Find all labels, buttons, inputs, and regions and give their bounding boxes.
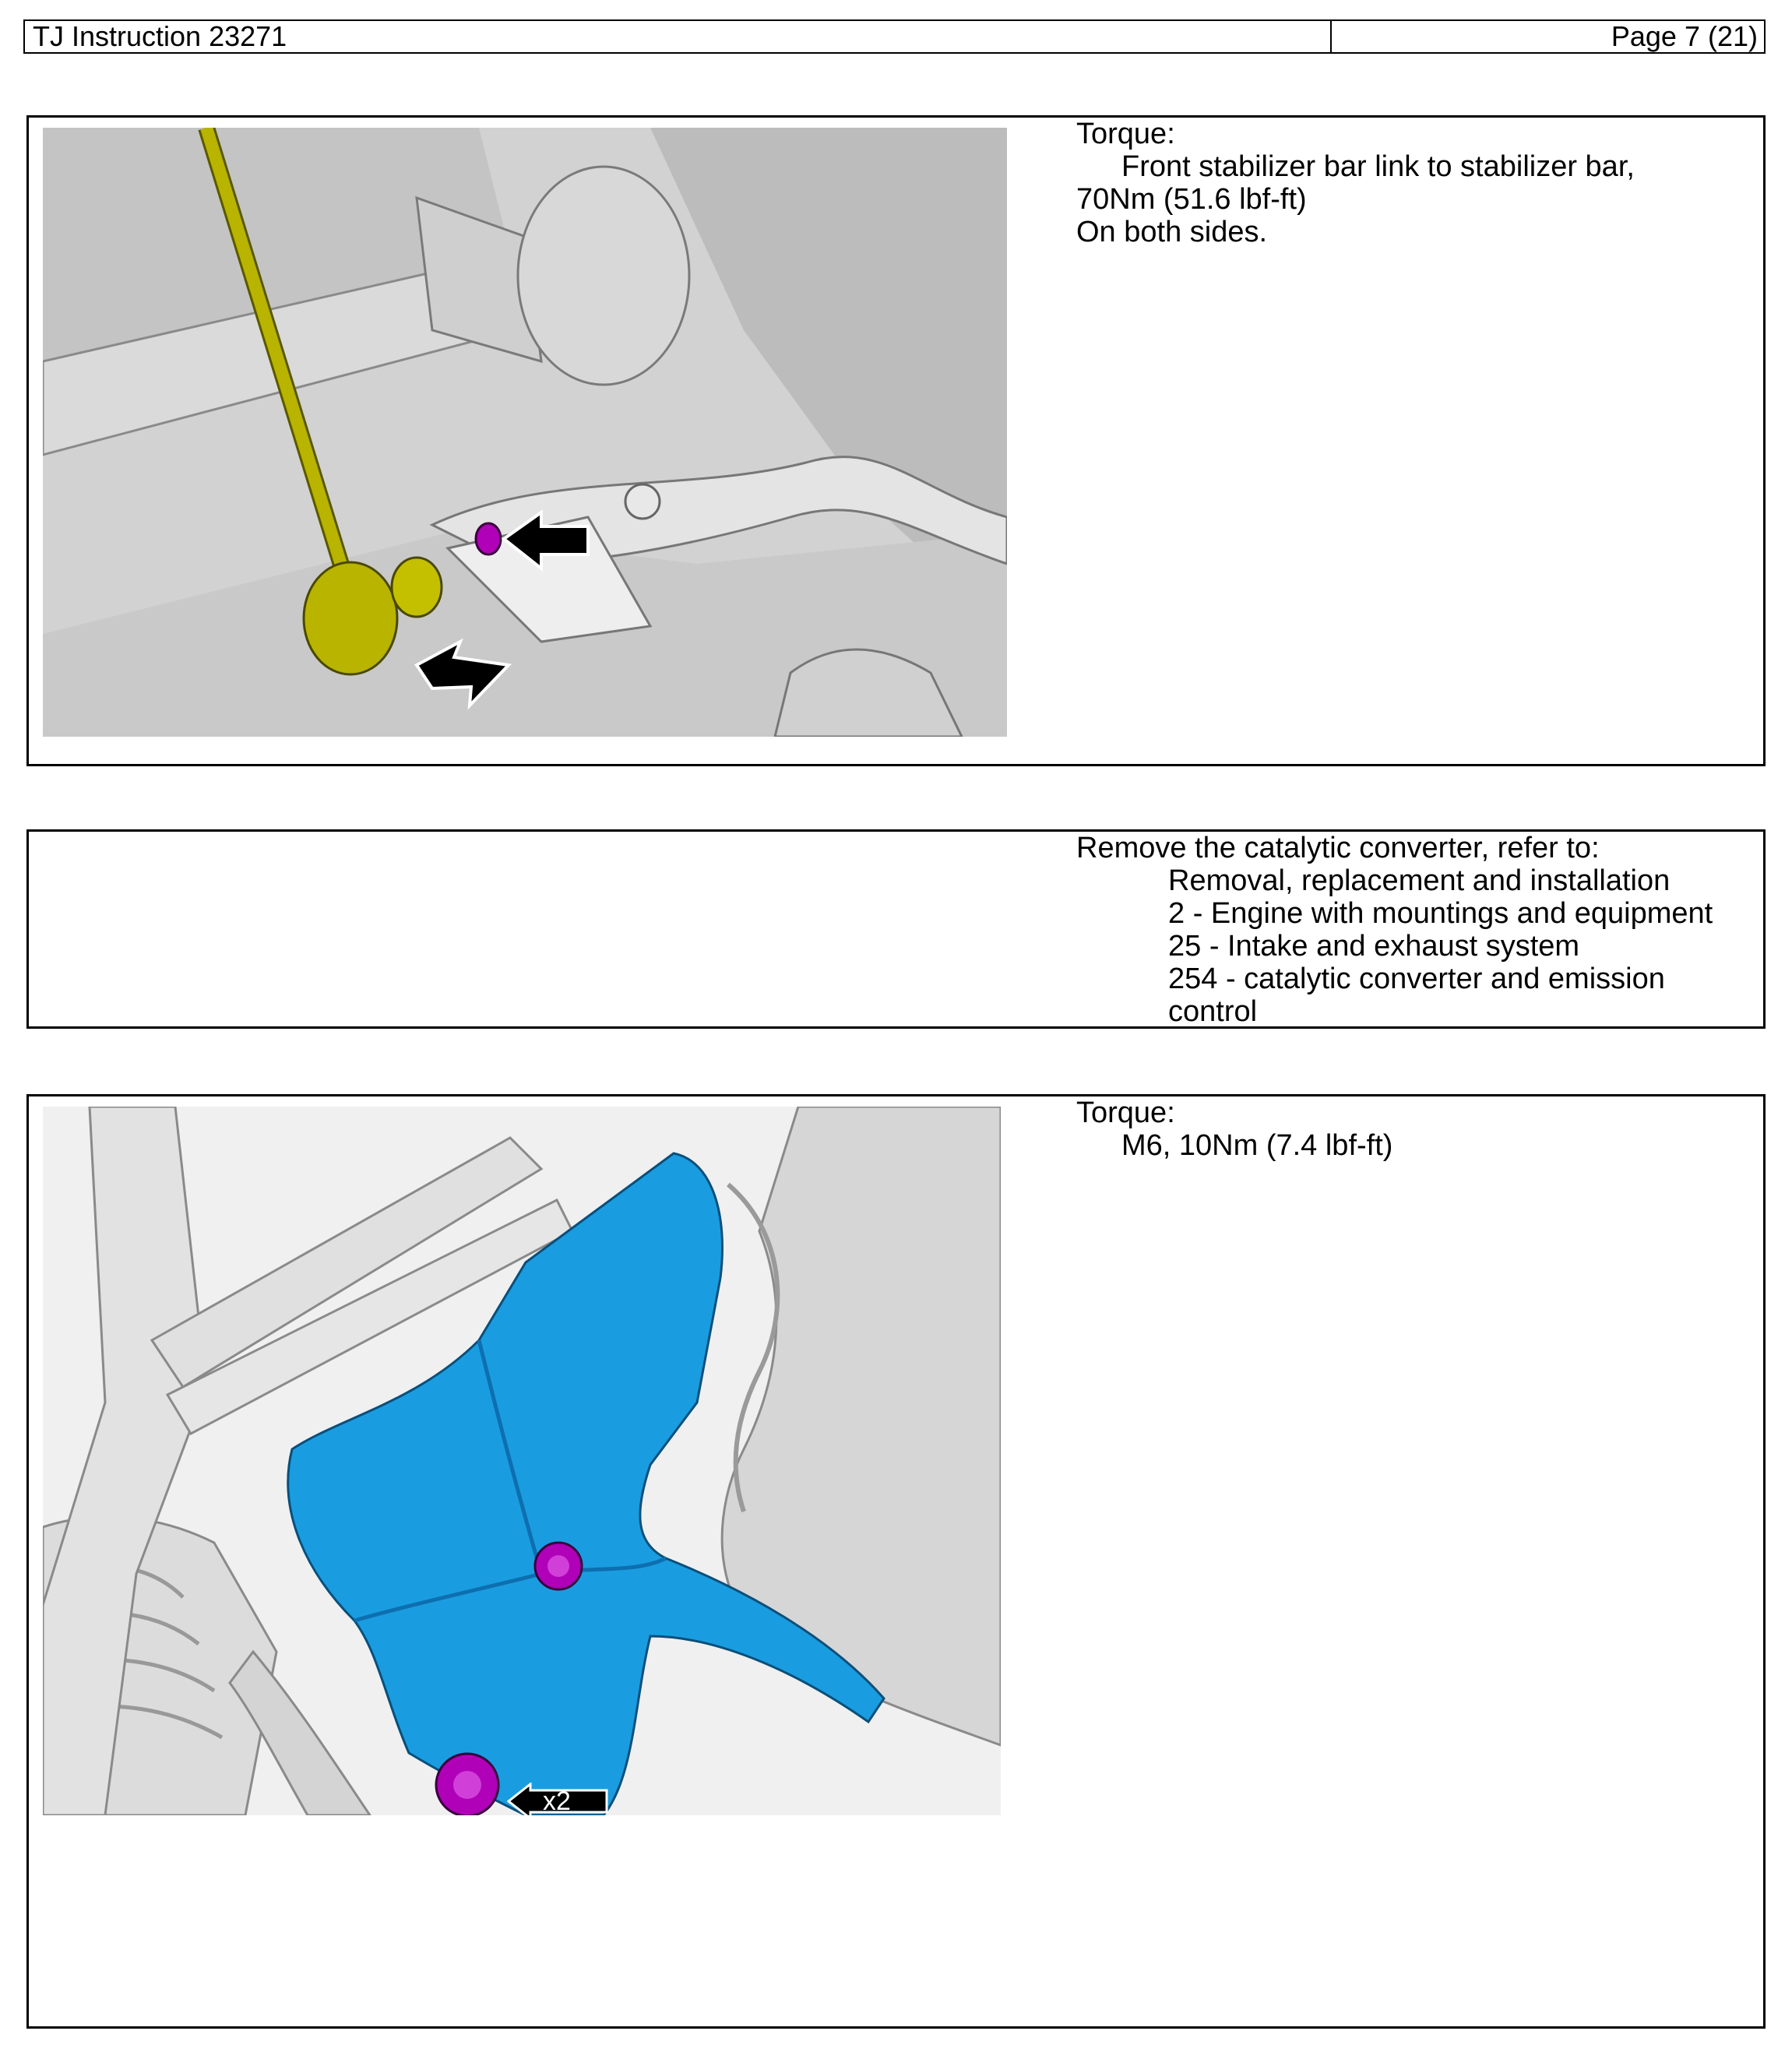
instruction-line: Remove the catalytic converter, refer to… bbox=[1076, 832, 1600, 864]
torque-heading: Torque: bbox=[1076, 118, 1175, 150]
stabilizer-link-illustration bbox=[43, 128, 1007, 737]
step-catalytic-converter: Remove the catalytic converter, refer to… bbox=[26, 829, 1766, 1029]
callout-quantity: x2 bbox=[543, 1786, 571, 1815]
torque-heading: Torque: bbox=[1076, 1096, 1175, 1129]
step3-text: Torque: M6, 10Nm (7.4 lbf-ft) bbox=[1076, 1096, 1392, 1162]
step-stabilizer-link: Torque: Front stabilizer bar link to sta… bbox=[26, 115, 1766, 766]
reference-line: 254 - catalytic converter and emission bbox=[1168, 963, 1665, 995]
step2-text: Remove the catalytic converter, refer to… bbox=[1076, 832, 1713, 1028]
reference-line: Removal, replacement and installation bbox=[1168, 864, 1671, 897]
page-number: Page 7 (21) bbox=[1611, 20, 1758, 52]
document-title: TJ Instruction 23271 bbox=[25, 21, 1332, 52]
step1-text: Torque: Front stabilizer bar link to sta… bbox=[1076, 118, 1635, 248]
torque-value: M6, 10Nm (7.4 lbf-ft) bbox=[1121, 1129, 1393, 1162]
reference-line: 2 - Engine with mountings and equipment bbox=[1168, 897, 1713, 930]
reference-line: control bbox=[1168, 995, 1258, 1028]
torque-description: Front stabilizer bar link to stabilizer … bbox=[1121, 150, 1635, 183]
reference-line: 25 - Intake and exhaust system bbox=[1168, 930, 1580, 963]
heat-shield-illustration: x2 bbox=[43, 1107, 1001, 1815]
page-header: TJ Instruction 23271 Page 7 (21) bbox=[23, 19, 1766, 54]
step-heat-shield: x2 Torque: M6, 10Nm (7.4 lbf-ft) bbox=[26, 1094, 1766, 2029]
torque-note: On both sides. bbox=[1076, 216, 1268, 248]
callout-arrow: x2 bbox=[506, 1781, 610, 1815]
torque-value: 70Nm (51.6 lbf-ft) bbox=[1076, 183, 1307, 216]
